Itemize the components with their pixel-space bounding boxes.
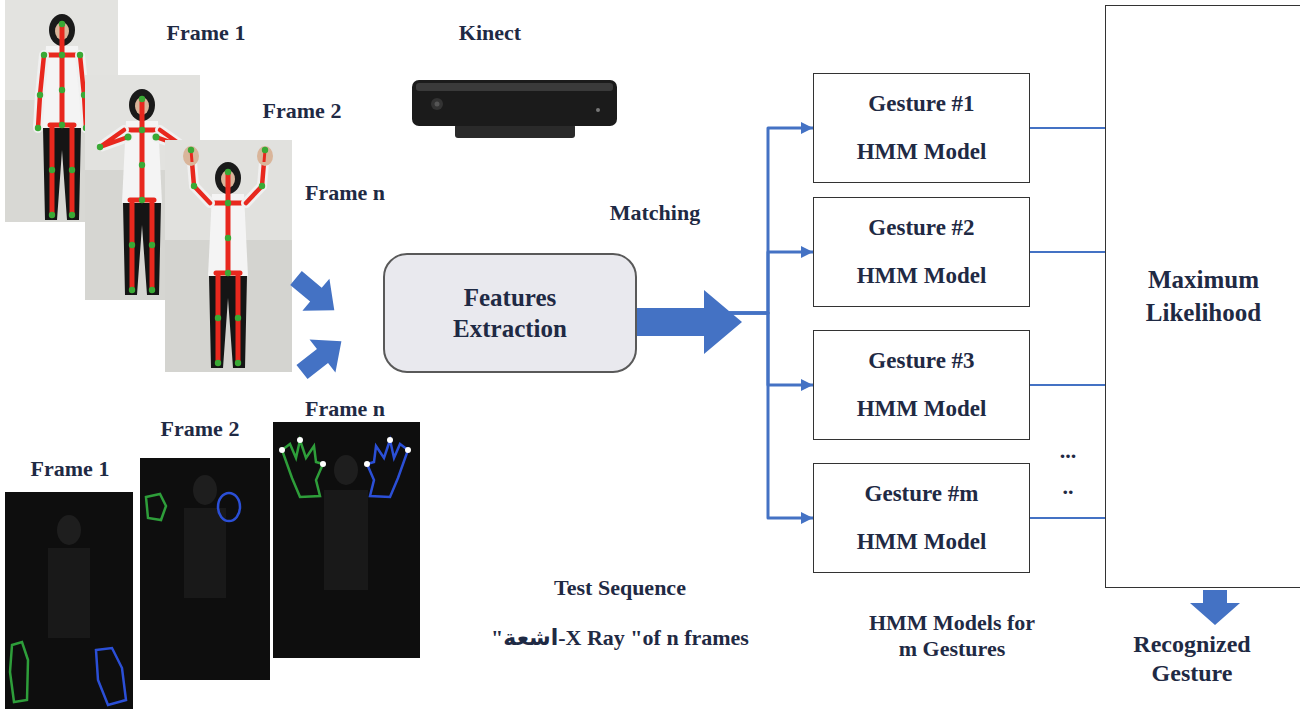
ellipsis: ..	[1053, 474, 1083, 500]
depth-frame-2	[140, 458, 270, 680]
rgb-frame-n	[191, 183, 197, 189]
frame-label: Frame 2	[247, 98, 357, 124]
connector-line	[1030, 517, 1105, 519]
depth-frame-n	[273, 422, 420, 658]
depth-frame-n	[387, 437, 393, 443]
rgb-frame-n	[192, 162, 264, 203]
kinect-sensor	[416, 83, 613, 91]
rgb-frame-2	[153, 134, 160, 141]
kinect-sensor	[412, 80, 617, 138]
output-arrow	[1190, 590, 1240, 625]
depth-frame-n	[334, 455, 358, 485]
kinect-sensor	[431, 98, 443, 110]
input-arrows	[289, 325, 354, 389]
model-box: Gesture #2 HMM Model	[813, 197, 1030, 307]
frame-label: Frame 1	[146, 20, 266, 46]
rgb-frame-n	[208, 162, 248, 368]
matching-arrow	[636, 290, 742, 354]
frame-label: Frame n	[295, 180, 395, 206]
depth-frame-1	[57, 515, 81, 545]
node-text: Gesture #m	[865, 480, 979, 508]
depth-frame-2	[146, 494, 166, 520]
note-label: Test Sequence	[520, 575, 720, 601]
rgb-frame-1	[41, 52, 47, 58]
ellipsis: ...	[1053, 438, 1083, 464]
node-text: HMM Model	[857, 528, 987, 556]
depth-frame-2	[193, 475, 217, 505]
node-text: HMM Model	[857, 262, 987, 290]
depth-frame-n	[282, 440, 323, 497]
frame-label: Frame 2	[150, 416, 250, 442]
device-label: Kinect	[440, 20, 540, 46]
depth-frame-n	[320, 461, 326, 467]
rgb-frame-n	[259, 183, 265, 189]
rgb-frame-n	[165, 140, 292, 372]
rgb-frame-n	[183, 146, 273, 203]
connector-arrow	[637, 313, 813, 385]
depth-frame-n	[324, 490, 368, 590]
kinect-sensor	[596, 108, 600, 112]
node-text: HMM Model	[857, 395, 987, 423]
kinect-sensor	[435, 102, 440, 107]
connector-line	[1030, 251, 1105, 253]
depth-frame-n	[367, 440, 408, 497]
rgb-frame-2	[125, 134, 132, 141]
frame-label: Frame 1	[20, 456, 120, 482]
model-box: Gesture #m HMM Model	[813, 463, 1030, 573]
depth-frame-n	[405, 447, 411, 453]
rgb-frame-n	[192, 162, 264, 203]
depth-frame-1	[96, 648, 126, 705]
kinect-sensor	[455, 124, 575, 138]
step-label: Matching	[600, 200, 710, 226]
depth-frame-1	[5, 492, 133, 709]
depth-frame-1	[48, 548, 90, 638]
rgb-frame-n	[191, 150, 265, 162]
depth-frame-1	[5, 492, 133, 709]
rgb-frame-2	[97, 144, 103, 150]
depth-frame-1	[10, 642, 28, 702]
model-box: Gesture #1 HMM Model	[813, 73, 1030, 183]
rgb-frame-n	[188, 147, 194, 153]
node-text: HMM Model	[857, 138, 987, 166]
node-text: Features Extraction	[425, 282, 595, 345]
decision-box: Maximum Likelihood	[1105, 5, 1300, 588]
node-text: Gesture #1	[868, 90, 974, 118]
rgb-frame-1	[77, 52, 83, 58]
depth-frame-n	[364, 461, 370, 467]
depth-frame-n	[279, 447, 285, 453]
rgb-frame-1	[35, 52, 89, 131]
rgb-frame-1	[38, 55, 86, 128]
node-text: Gesture #2	[868, 214, 974, 242]
rgb-frame-2	[122, 89, 162, 295]
model-box: Gesture #3 HMM Model	[813, 330, 1030, 440]
frame-label: Frame n	[295, 396, 395, 422]
rgb-frame-n	[165, 140, 292, 372]
rgb-frame-1	[37, 92, 43, 98]
node-text: Gesture #3	[868, 347, 974, 375]
process-box: Features Extraction	[383, 253, 637, 373]
rgb-frame-n	[262, 147, 268, 153]
input-arrows	[283, 262, 348, 326]
connector-line	[1030, 127, 1105, 129]
kinect-sensor	[412, 80, 617, 126]
node-text: Maximum Likelihood	[1120, 264, 1287, 329]
connector-arrow	[637, 313, 813, 518]
depth-frame-n	[297, 437, 303, 443]
depth-frame-2	[184, 508, 226, 598]
connector-line	[1030, 384, 1105, 386]
depth-frame-2	[218, 493, 240, 521]
rgb-frame-1	[38, 55, 86, 128]
depth-frame-n	[273, 422, 420, 658]
output-label: Recognized Gesture	[1104, 630, 1280, 688]
connector-arrow	[637, 252, 813, 313]
rgb-frame-1	[35, 125, 41, 131]
depth-frame-2	[140, 458, 270, 680]
note-label: "اشعة-X Ray "of n frames	[450, 625, 790, 651]
input-arrows	[283, 262, 355, 389]
group-label: HMM Models for m Gestures	[862, 610, 1042, 663]
rgb-frame-1	[42, 14, 82, 220]
